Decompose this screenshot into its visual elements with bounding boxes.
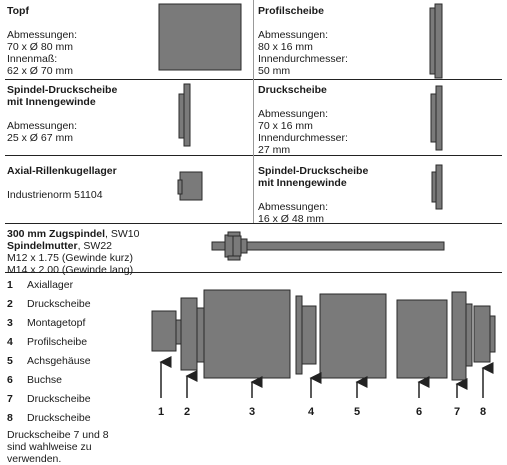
part-4-step xyxy=(301,305,317,365)
topf-title: Topf xyxy=(7,5,29,17)
spindel-druckscheibe-1-dim-label: Abmessungen: xyxy=(7,120,78,132)
spindel-druckscheibe-1-title-1: Spindel-Druckscheibe xyxy=(7,84,118,96)
legend-text: Druckscheibe xyxy=(27,393,91,405)
profilscheibe-inner-value: 50 mm xyxy=(258,65,291,77)
legend-num: 6 xyxy=(7,374,13,386)
legend-num: 1 xyxy=(7,279,13,291)
spindel-druckscheibe-2-drawing xyxy=(431,164,443,210)
axial-lager-norm: Industrienorm 51104 xyxy=(7,189,103,201)
diagram-label-2: 2 xyxy=(183,406,191,418)
part-8 xyxy=(473,305,491,363)
column-divider xyxy=(253,0,254,223)
topf-inner-label: Innenmaß: xyxy=(7,53,58,65)
zugspindel-drawing xyxy=(211,231,445,261)
legend-text: Druckscheibe xyxy=(27,298,91,310)
part-5 xyxy=(319,293,387,379)
assembly-drawing xyxy=(151,289,496,381)
legend-text: Axiallager xyxy=(27,279,74,291)
part-7 xyxy=(451,291,467,381)
topf-drawing xyxy=(158,3,242,71)
usage-note: Druckscheibe 7 und 8 sind wahlweise zu v… xyxy=(7,429,147,465)
usage-note-line2: sind wahlweise zu xyxy=(7,441,92,453)
zugspindel-line1-rest: , SW10 xyxy=(105,228,140,240)
part-2-step xyxy=(196,307,205,363)
rule-4 xyxy=(5,272,502,273)
profilscheibe-block: Profilscheibe Abmessungen: 80 x 16 mm In… xyxy=(258,5,408,77)
druckscheibe-dim-value: 70 x 16 mm xyxy=(258,120,313,132)
part-6 xyxy=(396,299,448,379)
legend-num: 4 xyxy=(7,336,13,348)
spindel-druckscheibe-2-dim-value: 16 x Ø 48 mm xyxy=(258,213,324,225)
diagram-label-1: 1 xyxy=(157,406,165,418)
topf-block: Topf Abmessungen: 70 x Ø 80 mm Innenmaß:… xyxy=(7,5,147,77)
legend-text: Druckscheibe xyxy=(27,412,91,424)
diagram-label-6: 6 xyxy=(415,406,423,418)
profilscheibe-dim-label: Abmessungen: xyxy=(258,29,329,41)
legend-num: 2 xyxy=(7,298,13,310)
axial-lager-drawing xyxy=(177,171,203,201)
axial-lager-title: Axial-Rillenkugellager xyxy=(7,165,117,177)
part-1 xyxy=(151,310,177,352)
druckscheibe-dim-label: Abmessungen: xyxy=(258,108,329,120)
zugspindel-line2-bold: Spindelmutter xyxy=(7,240,78,252)
rule-3 xyxy=(5,223,502,224)
part-2 xyxy=(180,297,198,371)
zugspindel-line3: M12 x 1.75 (Gewinde kurz) xyxy=(7,252,134,264)
druckscheibe-drawing xyxy=(430,85,443,151)
druckscheibe-inner-value: 27 mm xyxy=(258,144,291,156)
legend-num: 7 xyxy=(7,393,13,405)
legend-text: Buchse xyxy=(27,374,63,386)
zugspindel-line1: 300 mm Zugspindel, SW10 xyxy=(7,228,207,240)
spindel-druckscheibe-2-dim-label: Abmessungen: xyxy=(258,201,329,213)
zugspindel-line2: Spindelmutter, SW22 xyxy=(7,240,207,252)
zugspindel-line2-rest: , SW22 xyxy=(77,240,113,252)
part-7-step xyxy=(465,303,473,367)
diagram-label-3: 3 xyxy=(248,406,256,418)
usage-note-line1: Druckscheibe 7 und 8 xyxy=(7,429,109,441)
topf-dim-value: 70 x Ø 80 mm xyxy=(7,41,73,53)
topf-dim-label: Abmessungen: xyxy=(7,29,78,41)
zugspindel-line1-bold: 300 mm Zugspindel xyxy=(7,228,106,240)
profilscheibe-inner-label: Innendurchmesser: xyxy=(258,53,348,65)
diagram-label-4: 4 xyxy=(307,406,315,418)
legend-num: 5 xyxy=(7,355,13,367)
profilscheibe-dim-value: 80 x 16 mm xyxy=(258,41,313,53)
spindel-druckscheibe-1-block: Spindel-Druckscheibe mit Innengewinde Ab… xyxy=(7,84,167,144)
part-8-step xyxy=(489,315,496,353)
diagram-label-8: 8 xyxy=(479,406,487,418)
spindel-druckscheibe-1-drawing xyxy=(178,83,191,147)
diagram-label-7: 7 xyxy=(453,406,461,418)
usage-note-line3: verwenden. xyxy=(7,453,62,465)
topf-inner-value: 62 x Ø 70 mm xyxy=(7,65,73,77)
part-4 xyxy=(295,295,303,375)
zugspindel-line4: M14 x 2.00 (Gewinde lang) xyxy=(7,264,134,276)
legend-text: Profilscheibe xyxy=(27,336,88,348)
legend-text: Montagetopf xyxy=(27,317,86,329)
profilscheibe-title: Profilscheibe xyxy=(258,5,324,17)
legend-text: Achsgehäuse xyxy=(27,355,91,367)
druckscheibe-inner-label: Innendurchmesser: xyxy=(258,132,348,144)
spindel-druckscheibe-1-dim-value: 25 x Ø 67 mm xyxy=(7,132,73,144)
zugspindel-block: 300 mm Zugspindel, SW10 Spindelmutter, S… xyxy=(7,228,207,276)
druckscheibe-block: Druckscheibe Abmessungen: 70 x 16 mm Inn… xyxy=(258,84,408,156)
spindel-druckscheibe-2-block: Spindel-Druckscheibe mit Innengewinde Ab… xyxy=(258,165,418,225)
spindel-druckscheibe-2-title-2: mit Innengewinde xyxy=(258,177,347,189)
part-2-inner xyxy=(175,319,182,345)
spindel-druckscheibe-1-title-2: mit Innengewinde xyxy=(7,96,96,108)
legend-num: 3 xyxy=(7,317,13,329)
part-3 xyxy=(203,289,291,379)
diagram-label-5: 5 xyxy=(353,406,361,418)
profilscheibe-drawing xyxy=(429,3,443,79)
druckscheibe-title: Druckscheibe xyxy=(258,84,327,96)
spindel-druckscheibe-2-title-1: Spindel-Druckscheibe xyxy=(258,165,369,177)
axial-lager-block: Axial-Rillenkugellager Industrienorm 511… xyxy=(7,165,167,201)
legend-num: 8 xyxy=(7,412,13,424)
